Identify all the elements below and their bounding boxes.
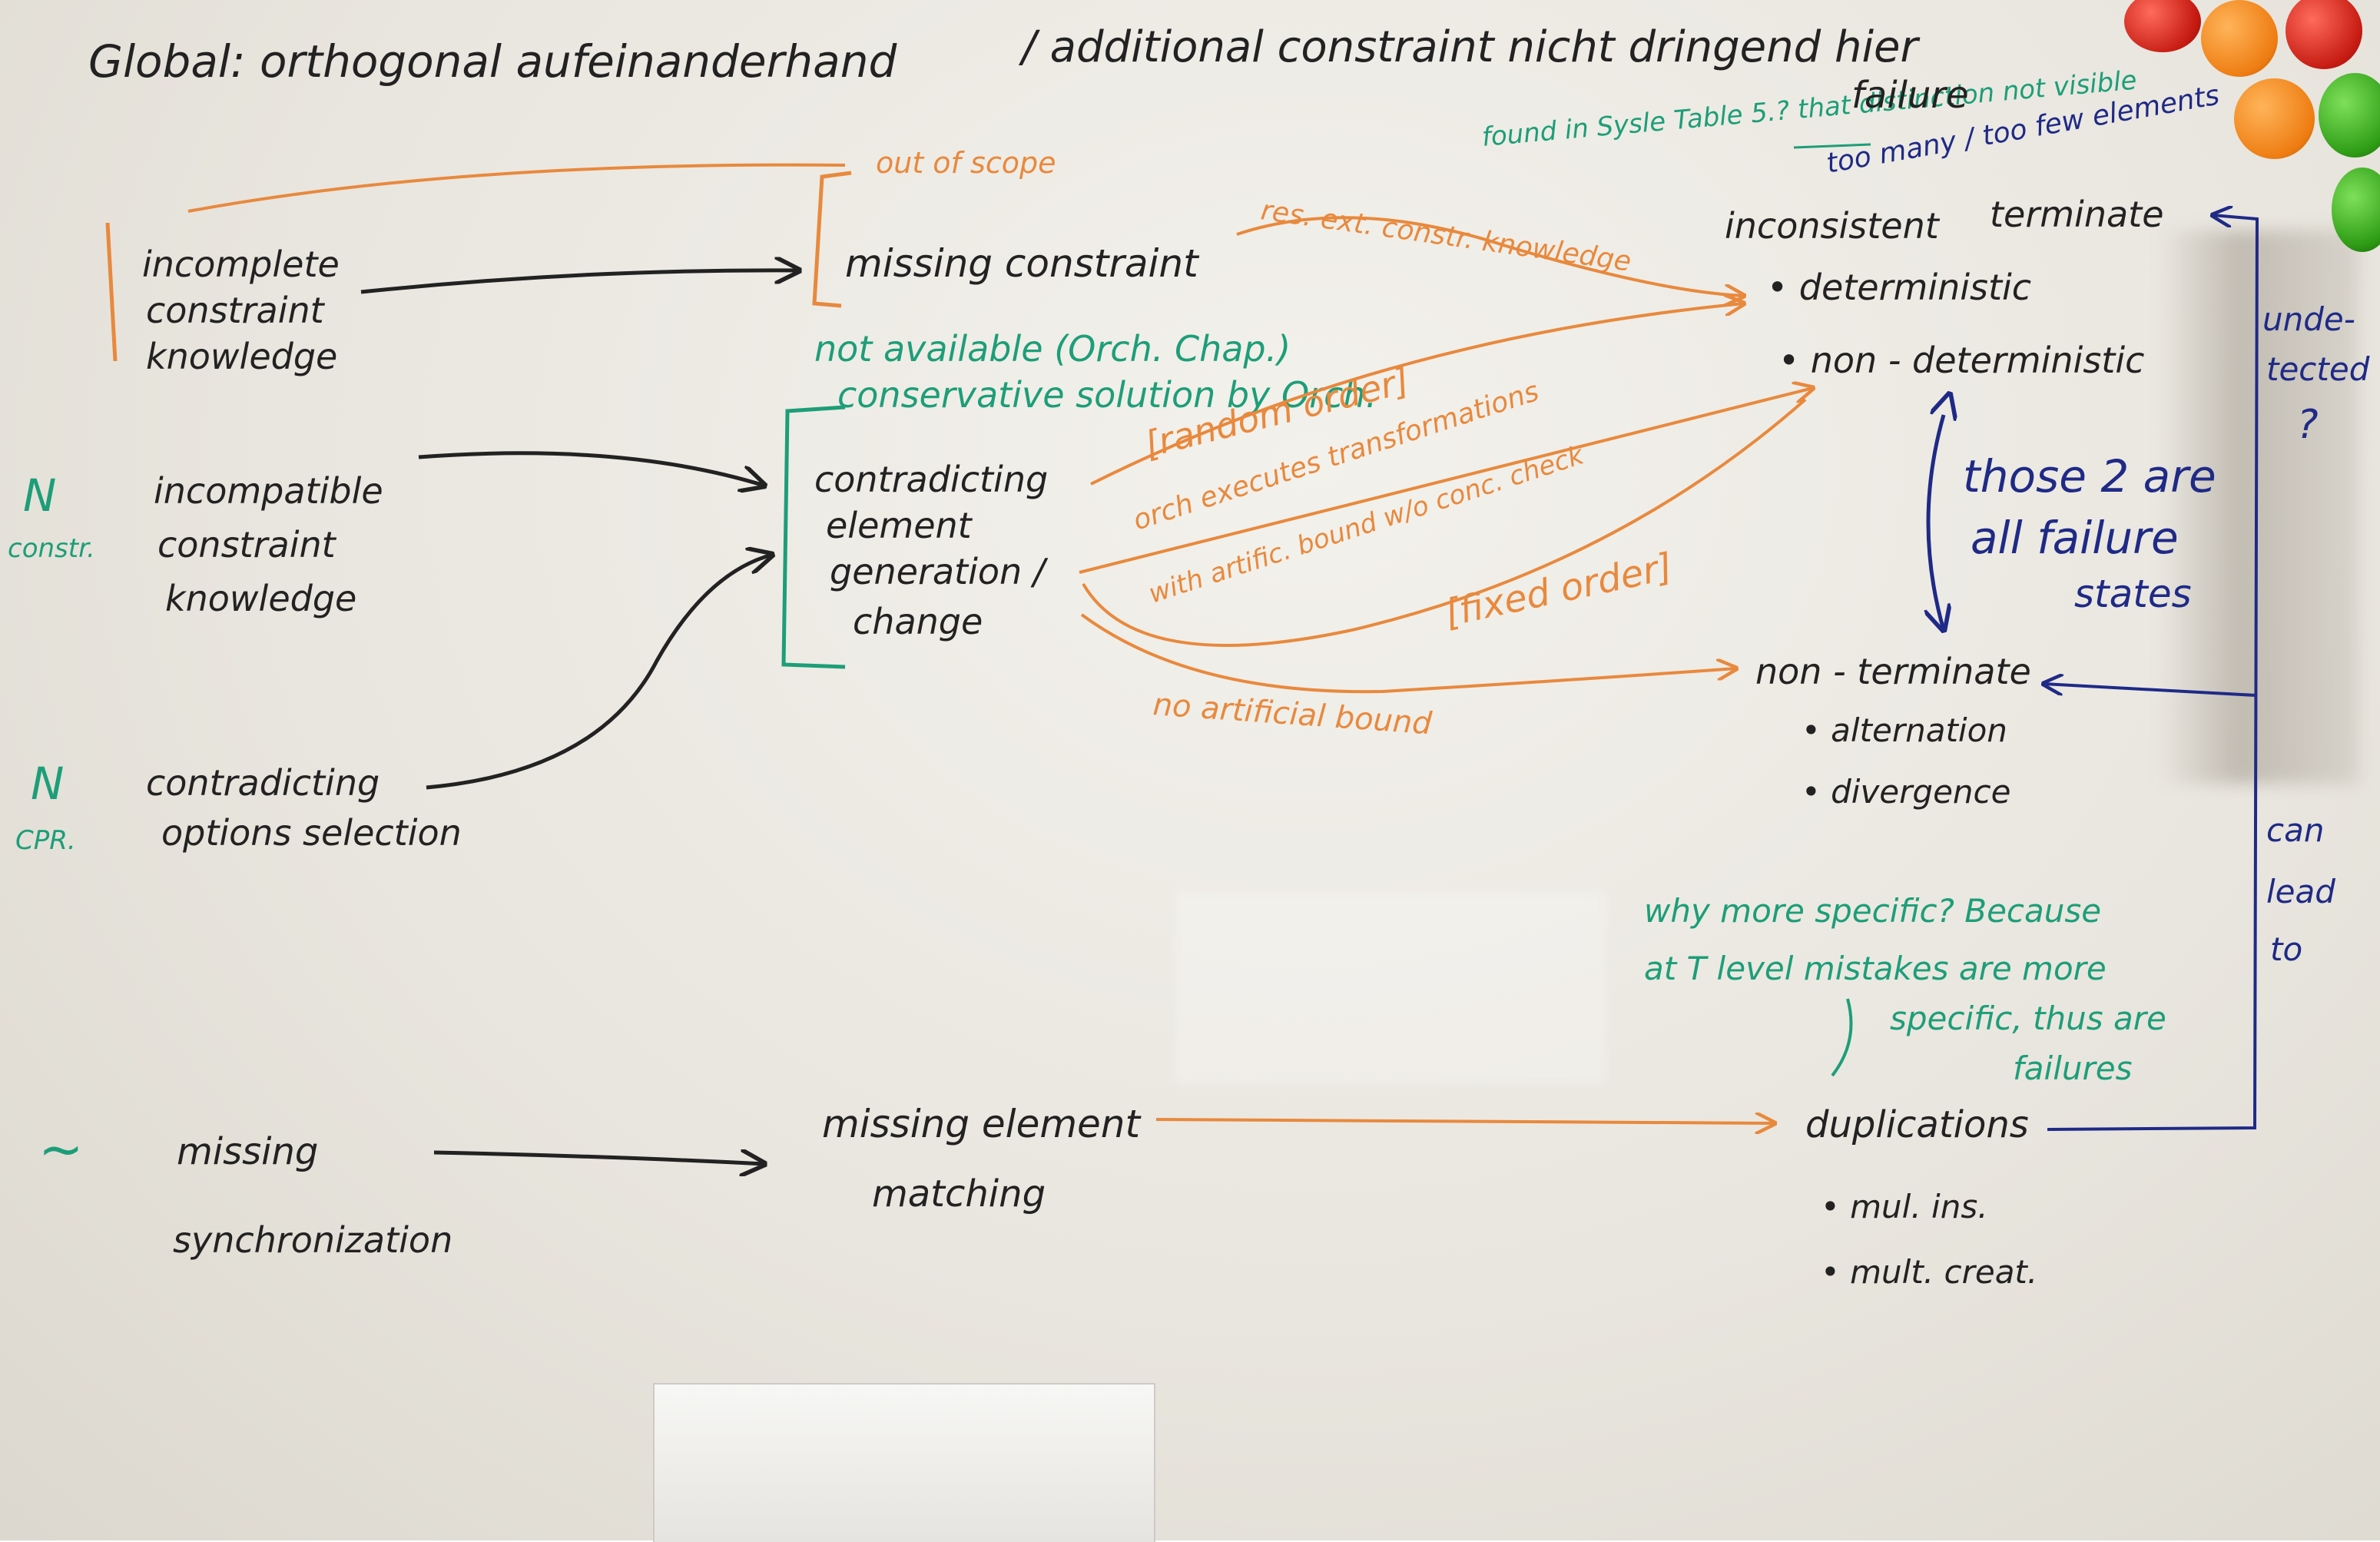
why-more-line-3: specific, thus are xyxy=(1890,1000,2166,1037)
incomplete-bracket xyxy=(105,222,118,362)
missing-constraint-label: missing constraint xyxy=(845,241,1200,286)
states-double-arrow xyxy=(1928,415,1944,630)
red-magnet-1 xyxy=(2124,0,2201,52)
out-of-scope-line xyxy=(187,163,846,213)
header-left: Global: orthogonal aufeinanderhand xyxy=(88,35,897,88)
green-magnet-2 xyxy=(2332,167,2380,252)
non-terminate-label: non - terminate xyxy=(1755,651,2031,692)
why-more-line-4: failures xyxy=(2013,1050,2132,1087)
missing-element-matching-line-1: missing element xyxy=(822,1102,1142,1146)
arrow-incompatible-to-contradicting xyxy=(418,451,764,486)
green-magnet-1 xyxy=(2319,73,2380,158)
missing-constraint-bracket xyxy=(812,171,852,308)
missing-sync-line-1: missing xyxy=(177,1130,318,1173)
edge-random-order xyxy=(1090,303,1744,486)
alternation-label: • alternation xyxy=(1802,711,2007,749)
deterministic-label: • deterministic xyxy=(1767,267,2031,308)
contradicting-line-1: contradicting xyxy=(146,762,380,804)
missing-sync-line-2: synchronization xyxy=(173,1219,452,1261)
undetected-line-3: ? xyxy=(2297,402,2319,448)
missing-element-matching-line-2: matching xyxy=(872,1172,1046,1215)
incompatible-marker-constr: constr. xyxy=(8,533,95,564)
not-available-label: not available (Orch. Chap.) xyxy=(814,328,1291,370)
duplications-label: duplications xyxy=(1805,1103,2029,1146)
divergence-label: • divergence xyxy=(1802,773,2010,811)
failure-label: failure xyxy=(1851,74,1969,117)
incompatible-line-2: constraint xyxy=(157,524,337,565)
contradicting-line-2: options selection xyxy=(161,812,462,854)
incomplete-line-2: constraint xyxy=(146,290,326,331)
red-magnet-2 xyxy=(2286,0,2362,69)
incompatible-marker-n: N xyxy=(23,469,56,522)
contradicting-change-line-2: element xyxy=(826,505,973,546)
orange-magnet-2 xyxy=(2234,78,2315,159)
undetected-line-1: unde- xyxy=(2262,300,2355,338)
light-reflection xyxy=(1175,891,1606,1083)
incompatible-line-1: incompatible xyxy=(154,470,383,512)
inconsistent-label: inconsistent xyxy=(1725,205,1941,247)
arrow-missing-sync-to-matching xyxy=(433,1152,764,1164)
header-right: / additional constraint nicht dringend h… xyxy=(1018,22,1920,72)
edge-artificial-bound xyxy=(1079,388,1813,574)
marker-tray xyxy=(653,1383,1155,1542)
conservative-label: conservative solution by Orch. xyxy=(837,374,1377,416)
can-lead-to-line-3: to xyxy=(2270,930,2302,968)
incomplete-line-1: incomplete xyxy=(142,244,340,285)
why-more-hook xyxy=(1831,998,1853,1077)
these-two-line-3: states xyxy=(2074,572,2192,616)
edge-missing-matching-to-duplications xyxy=(1155,1119,1775,1123)
arrow-contradicting-options-to-contradicting xyxy=(426,555,772,790)
contradicting-marker-cpr: CPR. xyxy=(15,825,76,856)
contradicting-change-line-1: contradicting xyxy=(814,459,1048,500)
why-more-line-2: at T level mistakes are more xyxy=(1644,950,2107,987)
orange-magnet-1 xyxy=(2201,0,2278,77)
missing-sync-marker: ~ xyxy=(38,1118,84,1181)
out-of-scope-label: out of scope xyxy=(876,146,1056,180)
edge-no-artificial xyxy=(1080,613,1736,694)
incompatible-line-3: knowledge xyxy=(165,578,356,619)
mult-creat-label: • mult. creat. xyxy=(1821,1253,2037,1291)
can-lead-to-line-1: can xyxy=(2266,811,2324,849)
these-two-line-1: those 2 are xyxy=(1963,450,2216,502)
edge-res-ext xyxy=(1236,216,1744,296)
contradicting-bracket xyxy=(781,405,846,669)
non-deterministic-label: • non - deterministic xyxy=(1778,340,2144,381)
terminate-label: terminate xyxy=(1990,194,2164,235)
these-two-line-2: all failure xyxy=(1971,512,2179,564)
edge-fixed-order-curve xyxy=(1082,398,1807,647)
contradicting-change-line-3: generation / xyxy=(830,551,1049,592)
mul-ins-label: • mul. ins. xyxy=(1821,1188,1988,1225)
blue-loop xyxy=(2047,215,2259,1131)
undetected-line-2: tected xyxy=(2266,350,2370,388)
contradicting-marker-n: N xyxy=(31,758,64,810)
arrow-incomplete-to-missing-constraint xyxy=(360,270,799,294)
edge-no-artificial-label: no artificial bound xyxy=(1152,687,1433,741)
contradicting-change-line-4: change xyxy=(853,601,983,642)
found-in-arrow xyxy=(1793,143,1871,149)
blue-branch-non-terminate xyxy=(2044,684,2256,697)
why-more-line-1: why more specific? Because xyxy=(1644,892,2101,930)
can-lead-to-line-2: lead xyxy=(2266,873,2335,910)
edge-res-ext-label: res. ext. constr. knowledge xyxy=(1259,194,1633,277)
incomplete-line-3: knowledge xyxy=(146,336,337,377)
